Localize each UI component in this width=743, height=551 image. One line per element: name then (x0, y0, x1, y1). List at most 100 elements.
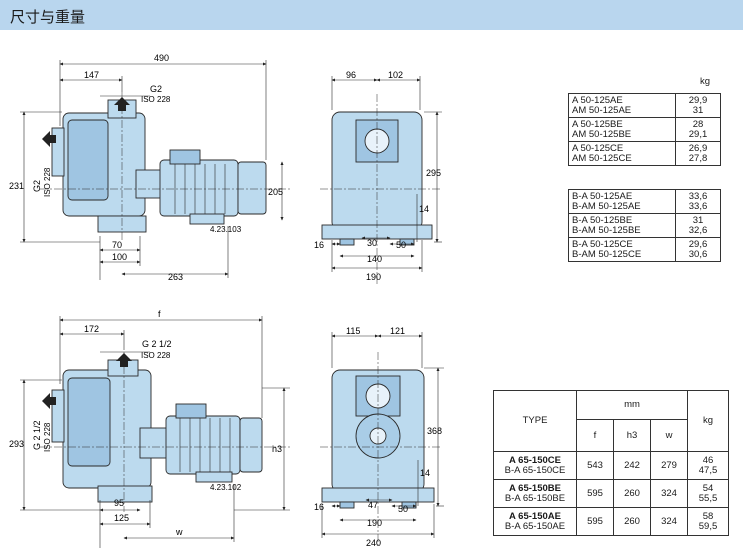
label-iso228: ISO 228 (141, 95, 171, 104)
type-name: B-A 65-150CE (504, 464, 566, 476)
label-iso228-b-vertical: ISO 228 (43, 422, 52, 452)
label-g2-vertical: G2 (32, 180, 42, 192)
dim-263: 263 (168, 272, 183, 282)
type-header: TYPE (493, 390, 577, 452)
label-iso228-vertical: ISO 228 (43, 167, 52, 197)
kg-value: 33,6 (688, 200, 708, 212)
dim-14: 14 (419, 204, 429, 214)
pump-side-view-top (40, 92, 290, 240)
dim-14-b: 14 (420, 468, 430, 478)
table-header-row: TYPE mm kg (493, 389, 729, 452)
col-h3: h3 (613, 419, 651, 452)
cell-h3: 260 (613, 507, 651, 536)
cell-f: 595 (576, 479, 614, 508)
dim-125: 125 (114, 513, 129, 523)
type-name: A 65-150AE (509, 510, 561, 522)
cell-h3: 260 (613, 479, 651, 508)
type-name: B-A 65-150BE (504, 492, 566, 504)
dim-121: 121 (390, 326, 405, 336)
kg-value: 31 (692, 214, 704, 226)
dim-190-b: 190 (367, 518, 382, 528)
model-name: AM 50-125AE (572, 104, 632, 116)
kg-value: 29,6 (688, 238, 708, 250)
dim-147: 147 (84, 70, 99, 80)
col-f: f (576, 419, 614, 452)
model-name: AM 50-125BE (572, 128, 632, 140)
dim-96: 96 (346, 70, 356, 80)
mm-header: mm (576, 389, 688, 421)
label-iso228-b: ISO 228 (141, 351, 171, 360)
kg-value: 58 (702, 510, 714, 522)
dim-47: 47 (368, 500, 378, 510)
kg-value: 29,9 (688, 94, 708, 106)
label-g212-vertical: G 2 1/2 (32, 420, 42, 450)
section-header: 尺寸与重量 (0, 0, 743, 30)
pump-front-view-bottom (320, 352, 440, 545)
dim-w: w (175, 527, 183, 537)
label-g212: G 2 1/2 (142, 339, 172, 349)
model-name: B-A 50-125AE (572, 190, 633, 202)
dims-bottom-front (321, 332, 444, 538)
model-name: AM 50-125CE (572, 152, 632, 164)
dim-115: 115 (346, 326, 360, 336)
dim-172: 172 (84, 324, 99, 334)
kg-value: 33,6 (688, 190, 708, 202)
model-name: B-AM 50-125BE (572, 224, 641, 236)
drawing-ref-top: 4.23.103 (210, 225, 242, 234)
weights-unit: kg (700, 76, 711, 87)
kg-value: 29,1 (688, 128, 708, 140)
kg-value: 55,5 (698, 492, 718, 504)
kg-value: 28 (692, 118, 704, 130)
dims-top-front (331, 76, 442, 272)
col-w: w (650, 419, 688, 452)
kg-value: 59,5 (698, 520, 718, 532)
kg-value: 47,5 (698, 464, 718, 476)
dim-50: 50 (396, 240, 406, 250)
cell-f: 543 (576, 451, 614, 480)
kg-value: 46 (702, 454, 714, 466)
dim-293: 293 (9, 439, 24, 449)
label-g2: G2 (150, 84, 162, 94)
type-name: A 65-150CE (509, 454, 561, 466)
cell-w: 324 (650, 507, 688, 536)
kg-value: 32,6 (688, 224, 708, 236)
dims-bottom-side (20, 316, 290, 548)
cell-w: 279 (650, 451, 688, 480)
dim-240: 240 (366, 538, 381, 548)
dim-368: 368 (427, 426, 442, 436)
cell-h3: 242 (613, 451, 651, 480)
model-name: B-A 50-125CE (572, 238, 633, 250)
section-title: 尺寸与重量 (10, 8, 86, 26)
dim-190: 190 (366, 272, 381, 282)
kg-header: kg (687, 390, 729, 452)
pump-side-view-bottom (40, 352, 290, 512)
dim-16-b: 16 (314, 502, 324, 512)
dim-231: 231 (9, 181, 24, 191)
dim-16: 16 (314, 240, 324, 250)
dim-70: 70 (112, 240, 122, 250)
dim-95: 95 (114, 498, 124, 508)
dim-102: 102 (388, 70, 403, 80)
kg-value: 54 (702, 482, 714, 494)
dim-100: 100 (112, 252, 127, 262)
